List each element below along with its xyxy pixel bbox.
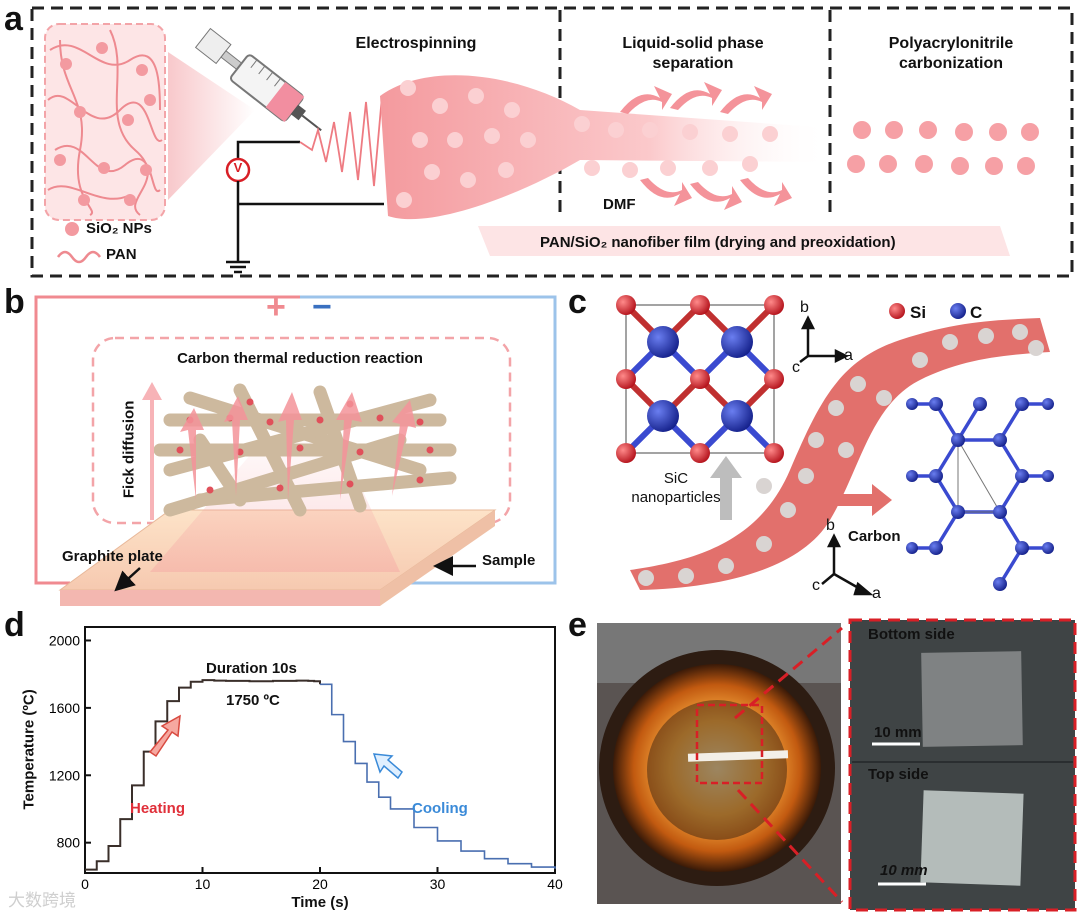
panel-label-d: d — [4, 606, 25, 644]
panel-a — [30, 6, 1074, 278]
y-tick-label: 1200 — [49, 767, 80, 783]
syringe-icon — [194, 27, 322, 132]
legend-c-atom — [950, 303, 966, 319]
bottom-sample — [921, 651, 1023, 747]
axes-top — [799, 315, 849, 364]
x-tick-label: 10 — [195, 876, 211, 892]
y-axis-label: Temperature (ºC) — [20, 689, 38, 810]
temp-label: 1750 ºC — [226, 692, 280, 709]
top-side-label: Top side — [868, 766, 929, 783]
panel-b — [34, 295, 557, 606]
voltage-symbol: V — [233, 160, 243, 175]
sample-label: Sample — [482, 552, 536, 569]
temperature-curve — [85, 679, 321, 871]
watermark: 大数跨境 — [8, 891, 76, 910]
dmf-label: DMF — [603, 196, 636, 213]
legend-nps: SiO₂ NPs — [86, 220, 152, 237]
top-sample — [920, 790, 1024, 886]
y-tick-label: 800 — [57, 835, 81, 851]
carbonized-dots — [847, 121, 1039, 175]
solution-box — [44, 23, 166, 221]
step-phase-separation: Liquid-solid phase separation — [622, 35, 764, 72]
x-axis-label: Time (s) — [291, 894, 349, 911]
graphite-atoms — [906, 397, 1054, 591]
film-label: PAN/SiO₂ nanofiber film (drying and preo… — [540, 234, 896, 251]
axis-a-top: a — [844, 347, 853, 364]
legend-si: Si — [910, 303, 927, 322]
panel-label-e: e — [568, 606, 587, 644]
panel-label-b: b — [4, 283, 25, 321]
cooling-label: Cooling — [412, 800, 468, 817]
c-atoms — [647, 326, 753, 432]
axes-bottom — [821, 533, 874, 596]
nps-legend-dot — [65, 222, 79, 236]
axis-b-bottom: b — [826, 517, 835, 534]
heating-label: Heating — [130, 800, 186, 817]
duration-label: Duration 10s — [206, 660, 297, 677]
x-tick-label: 30 — [430, 876, 446, 892]
minus-sign: − — [312, 288, 332, 326]
carbon-label: Carbon — [848, 528, 901, 545]
y-tick-label: 1600 — [49, 700, 80, 716]
sic-label: SiC nanoparticles — [631, 470, 721, 506]
pan-legend-wave — [56, 250, 102, 264]
x-tick-label: 0 — [81, 876, 89, 892]
y-tick-label: 2000 — [49, 632, 80, 648]
axis-b-top: b — [800, 299, 809, 316]
dmf-arrows — [620, 82, 792, 210]
bottom-side-label: Bottom side — [868, 626, 955, 643]
panel-d-chart: 800 1200 1600 2000 0 10 20 30 40 — [49, 626, 563, 892]
scale-bar-label-top: 10 mm — [874, 724, 922, 741]
axis-c-bottom: c — [812, 577, 820, 594]
legend-c: C — [970, 303, 983, 322]
scale-bar-label-bottom: 10 mm — [880, 862, 928, 879]
reaction-label: Carbon thermal reduction reaction — [177, 350, 423, 367]
si-atoms — [616, 295, 784, 463]
diffusion-arrows — [180, 392, 416, 500]
cooling-curve — [320, 683, 556, 869]
legend-si-atom — [889, 303, 905, 319]
axis-c-top: c — [792, 359, 800, 376]
step-carbonization: Polyacrylonitrile carbonization — [888, 35, 1014, 72]
x-tick-label: 40 — [547, 876, 563, 892]
fiber-dots — [396, 80, 778, 208]
panel-label-c: c — [568, 283, 587, 321]
x-tick-label: 20 — [312, 876, 328, 892]
step-electrospinning: Electrospinning — [355, 35, 477, 52]
panel-label-a: a — [4, 0, 23, 38]
graphite-label: Graphite plate — [62, 548, 163, 565]
sic-particles — [638, 324, 1044, 586]
plus-sign: + — [266, 288, 286, 326]
graphite-bonds — [912, 402, 1048, 585]
panel-c — [616, 295, 1054, 596]
panel-e — [597, 618, 1077, 912]
pan-chains — [47, 29, 163, 216]
legend-pan: PAN — [106, 246, 137, 263]
fick-label: Fick diffusion — [120, 400, 138, 499]
sio2-dots — [54, 42, 156, 206]
axis-a-bottom: a — [872, 585, 881, 602]
